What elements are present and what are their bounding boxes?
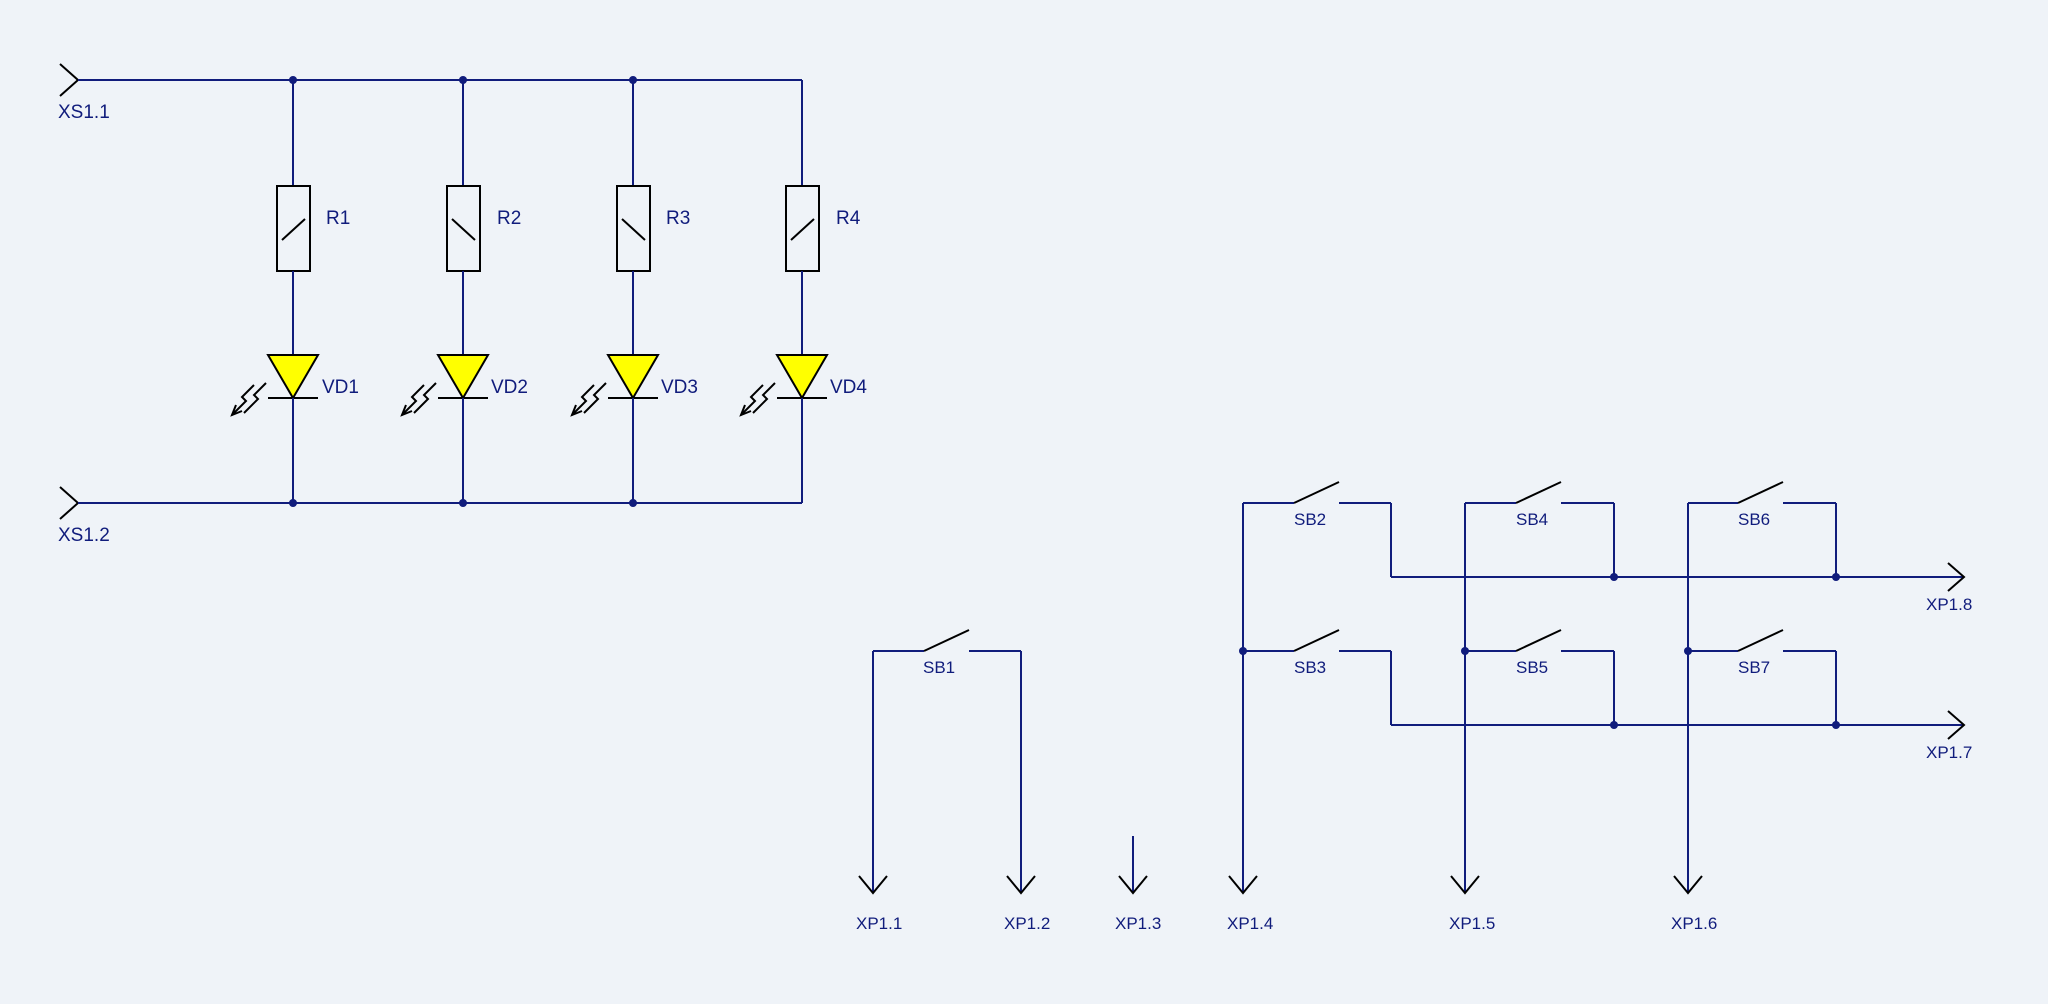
resistor-label: R4 (836, 208, 861, 229)
switch-label: SB7 (1738, 658, 1770, 677)
branch-1: R1 VD1 (230, 76, 359, 507)
switch-label: SB5 (1516, 658, 1548, 677)
plug-xp1-5: XP1.5 (1449, 875, 1495, 933)
resistor-label: R3 (666, 208, 690, 229)
led-vd3-icon (606, 354, 660, 400)
socket-xs1-2: XS1.2 (58, 486, 124, 546)
plug-xp1-7: XP1.7 (1926, 710, 1972, 762)
branch-2: R2 VD2 (400, 76, 528, 507)
connector-label-xp1-1: XP1.1 (856, 914, 902, 933)
led-label: VD2 (491, 377, 528, 398)
plug-xp1-4: XP1.4 (1227, 875, 1273, 933)
led-label: VD1 (322, 377, 359, 398)
connector-label-xp1-5: XP1.5 (1449, 914, 1495, 933)
led-circuit: XS1.1 XS1.2 R1 VD1 (58, 63, 867, 546)
plug-xp1-3: XP1.3 (1115, 875, 1161, 933)
plug-xp1-6: XP1.6 (1671, 875, 1717, 933)
switch-sb1: SB1 (872, 629, 1022, 893)
led-vd2-icon (436, 354, 490, 400)
resistor-label: R1 (326, 208, 350, 229)
switch-sb7: SB7 (1684, 629, 1840, 729)
switch-label: SB2 (1294, 510, 1326, 529)
led-label: VD3 (661, 377, 698, 398)
plug-xp1-1: XP1.1 (856, 875, 902, 933)
connector-label-xs1-1: XS1.1 (58, 102, 110, 123)
socket-xs1-1: XS1.1 (58, 63, 124, 123)
switch-label: SB6 (1738, 510, 1770, 529)
led-vd4-icon (775, 354, 829, 400)
plug-xp1-8: XP1.8 (1926, 562, 1972, 614)
connector-label-xp1-4: XP1.4 (1227, 914, 1273, 933)
connector-label-xp1-7: XP1.7 (1926, 743, 1972, 762)
led-vd1-icon (266, 354, 320, 400)
branch-3: R3 VD3 (570, 76, 698, 507)
connector-label-xs1-2: XS1.2 (58, 525, 110, 546)
switch-sb5: SB5 (1461, 629, 1618, 729)
connector-label-xp1-2: XP1.2 (1004, 914, 1050, 933)
branch-4: R4 VD4 (739, 80, 867, 503)
keypad-circuit: SB1 SB2 SB3 (856, 481, 1972, 933)
connector-label-xp1-8: XP1.8 (1926, 595, 1972, 614)
switch-sb3: SB3 (1239, 629, 1392, 725)
switch-sb4: SB4 (1465, 481, 1618, 581)
switch-label: SB3 (1294, 658, 1326, 677)
connector-label-xp1-6: XP1.6 (1671, 914, 1717, 933)
plug-xp1-2: XP1.2 (1004, 875, 1050, 933)
resistor-label: R2 (497, 208, 521, 229)
switch-sb6: SB6 (1688, 481, 1840, 581)
switch-sb2: SB2 (1243, 481, 1392, 577)
switch-label: SB1 (923, 658, 955, 677)
switch-label: SB4 (1516, 510, 1548, 529)
connector-label-xp1-3: XP1.3 (1115, 914, 1161, 933)
led-label: VD4 (830, 377, 867, 398)
